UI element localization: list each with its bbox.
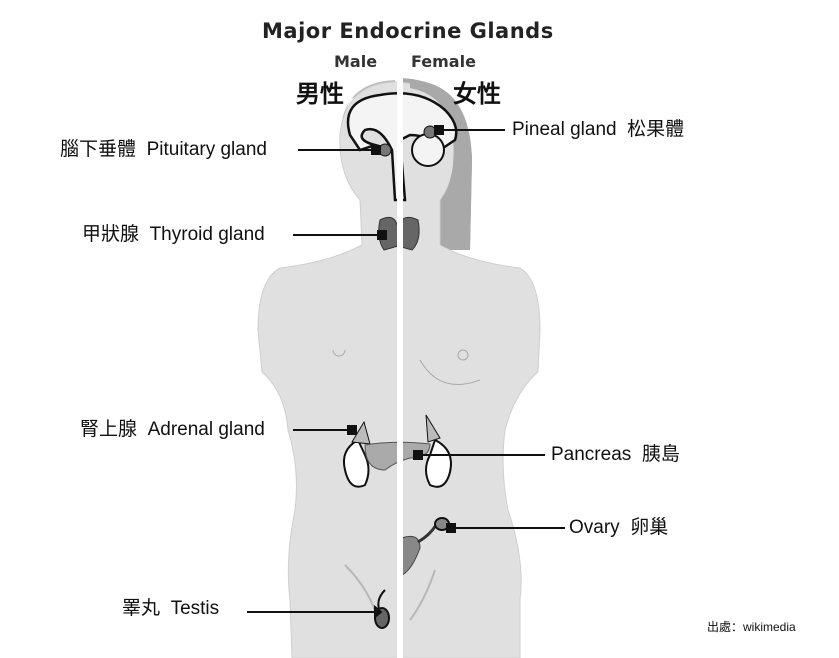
male-label: Male	[334, 52, 378, 71]
male-label-zh: 男性	[296, 79, 344, 108]
midline-divider	[397, 75, 403, 658]
adrenal-label: 腎上腺 Adrenal gland	[80, 418, 265, 440]
uterus	[401, 535, 421, 576]
left-kidney	[342, 438, 370, 488]
right-kidney	[425, 438, 452, 488]
female-breast	[419, 359, 481, 385]
pituitary-label: 腦下垂體 Pituitary gland	[60, 138, 267, 160]
male-nipple	[332, 349, 346, 357]
right-adrenal	[425, 414, 441, 443]
female-label-zh: 女性	[453, 79, 501, 108]
source-credit: 出處：wikimedia	[707, 620, 796, 634]
pineal-label: Pineal gland 松果體	[512, 118, 685, 140]
diagram-title: Major Endocrine Glands	[262, 19, 554, 43]
female-label: Female	[411, 52, 476, 71]
ovary-label: Ovary 卵巢	[569, 516, 669, 538]
left-adrenal	[351, 420, 371, 445]
pancreas-label: Pancreas 胰島	[551, 443, 680, 465]
testis-label: 睪丸 Testis	[122, 597, 220, 619]
thyroid-label: 甲狀腺 Thyroid gland	[82, 223, 265, 245]
